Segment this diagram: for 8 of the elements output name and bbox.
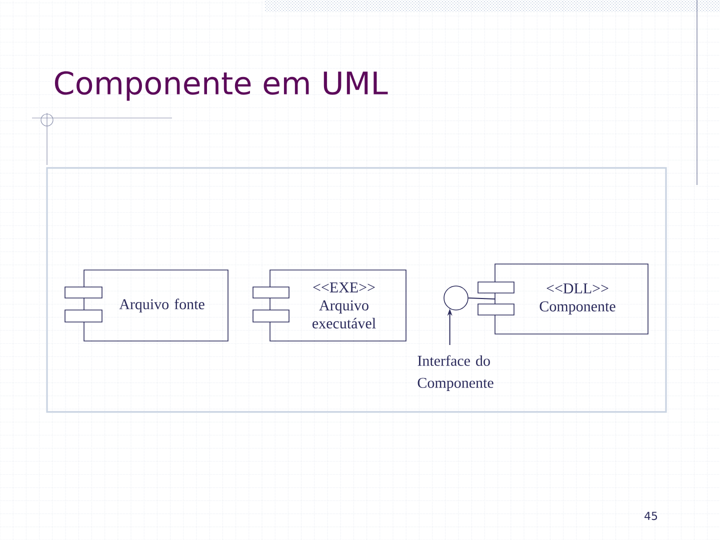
page-number: 45 [644,512,658,520]
connector-line [468,298,496,300]
interface-label: Interface do Componente [418,355,494,391]
component-box: <<DLL>> Componente [478,264,648,334]
component-box: <<EXE>> Arquivo executável [252,270,406,342]
title: Componente em UML [54,71,388,101]
interface-circle [444,286,468,310]
component-box: Arquivo fonte [64,270,228,342]
